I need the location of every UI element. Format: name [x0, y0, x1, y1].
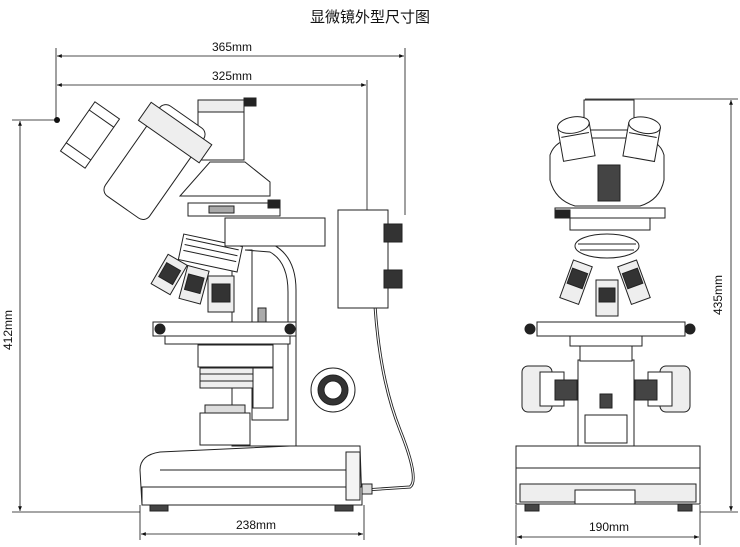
dim-label-arm-width: 325mm [212, 69, 252, 83]
dim-label-base-depth: 238mm [236, 518, 276, 532]
dim-label-base-width-front: 190mm [589, 520, 629, 534]
side-base-plate [141, 486, 363, 506]
dimension-height-front [585, 98, 738, 513]
side-view-microscope [59, 97, 415, 512]
front-stage [536, 321, 686, 337]
front-view-microscope [515, 99, 701, 512]
dim-label-overall-width: 365mm [212, 40, 252, 54]
front-nosepiece [574, 233, 640, 259]
dimension-arm-width [57, 80, 368, 210]
side-substage [197, 344, 274, 368]
side-column [224, 217, 326, 247]
dimension-overall-width [55, 48, 406, 215]
front-eyepiece-right [622, 116, 661, 163]
reference-point [54, 117, 60, 123]
side-stage [152, 321, 297, 337]
dim-label-height-side: 412mm [1, 310, 15, 350]
dimension-height-side [12, 119, 140, 513]
side-eyepiece [59, 101, 121, 169]
side-light-collector [199, 412, 251, 446]
drawing-title: 显微镜外型尺寸图 [309, 8, 430, 26]
side-eyepiece-tube [103, 101, 213, 220]
dim-label-height-front: 435mm [711, 275, 725, 315]
front-eyepiece-left [557, 116, 596, 162]
side-head [178, 161, 271, 197]
dimension-base-width-front [515, 505, 701, 545]
dimension-base-depth [139, 505, 365, 540]
